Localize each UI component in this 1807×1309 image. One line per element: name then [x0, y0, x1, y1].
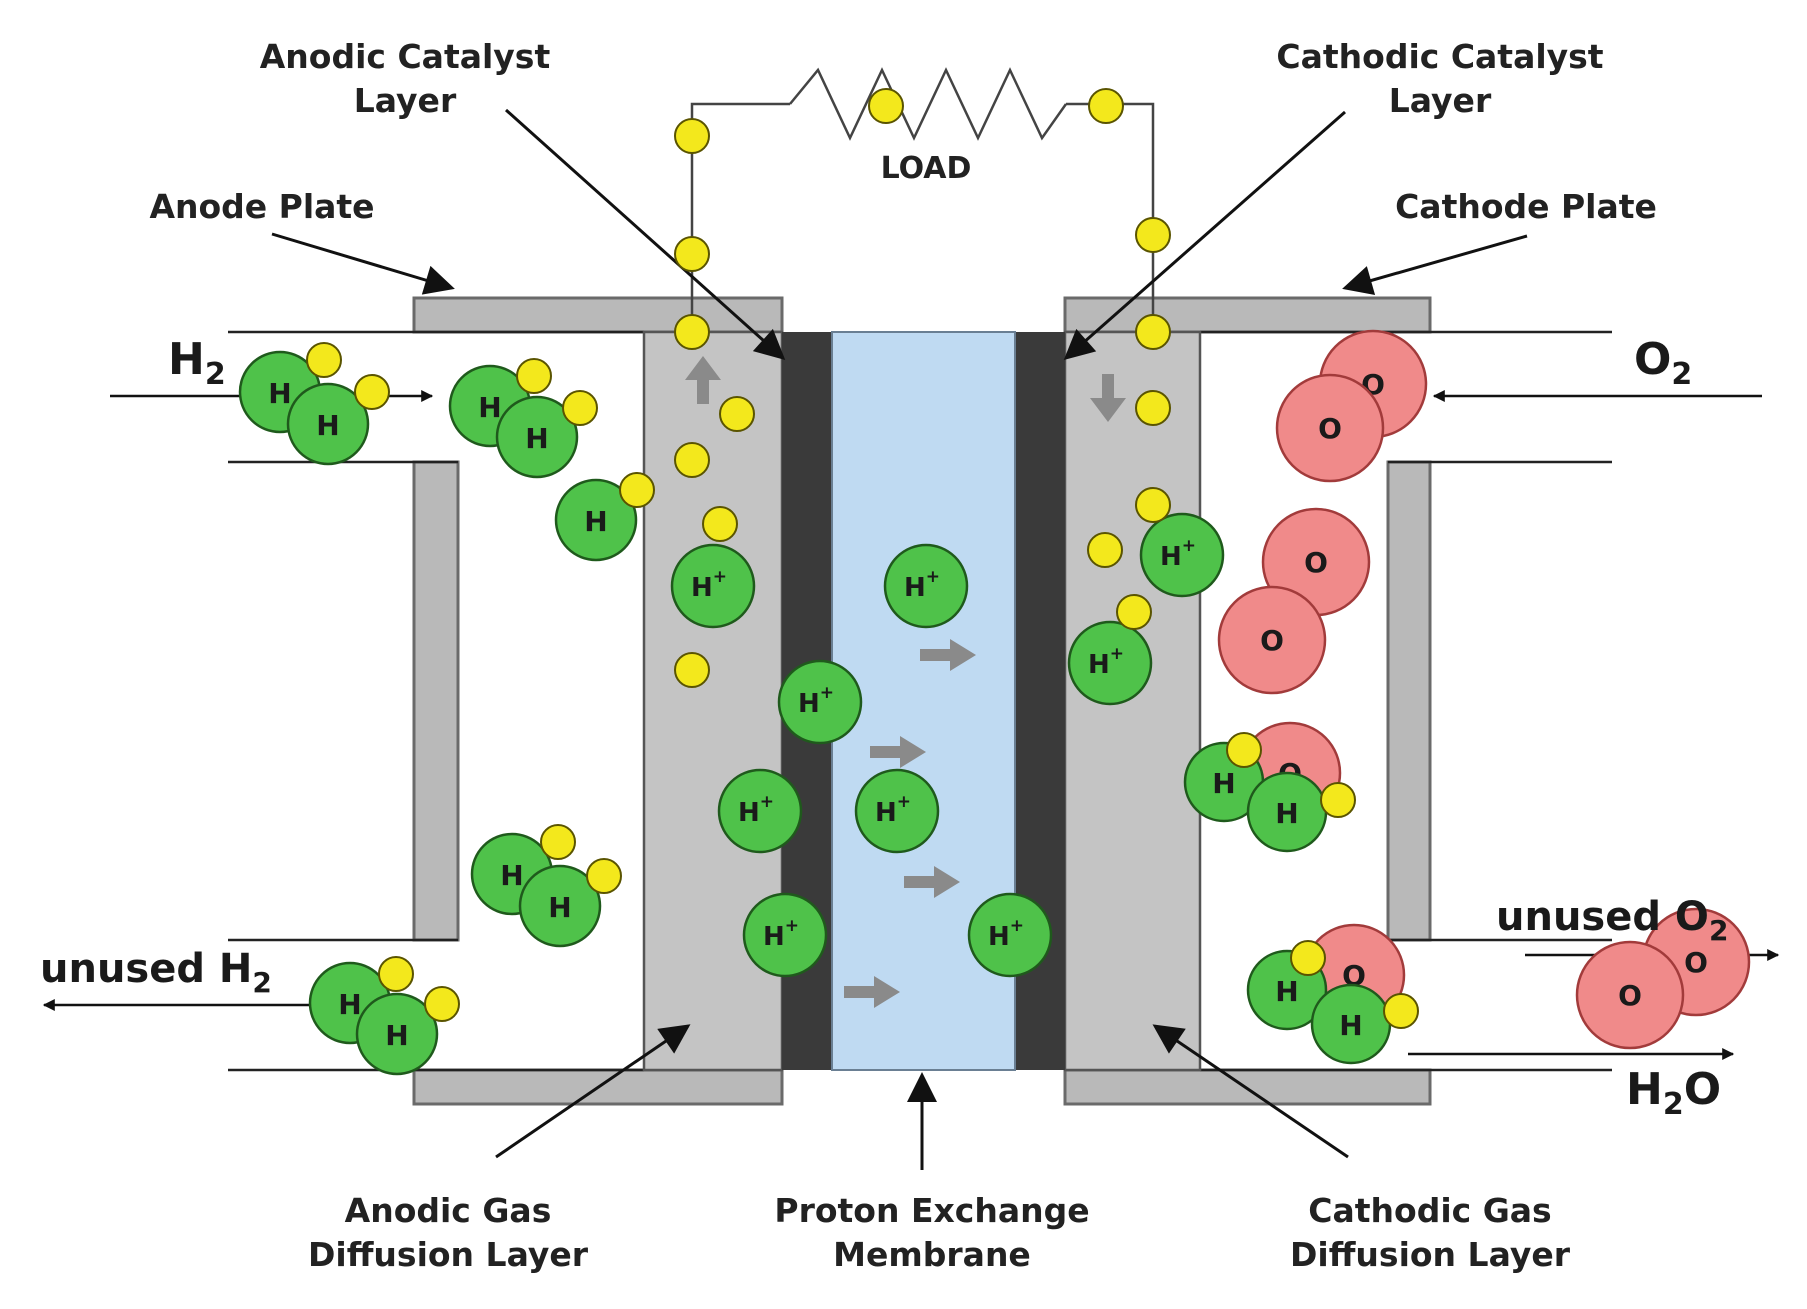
hydrogen-atom-label: H	[268, 377, 291, 410]
proton-flow-arrows	[685, 356, 1126, 1008]
flow-labels: H2 O2 unused H2 unused O2 H2O	[40, 334, 1728, 1122]
o2-inlet-label: O2	[1634, 334, 1692, 392]
hydrogen-atom-label: H	[548, 891, 571, 924]
hydrogen-atom: H	[286, 382, 370, 466]
oxygen-atom: O	[1261, 507, 1371, 617]
hydrogen-atom-label: H	[338, 988, 361, 1021]
cathodic-gas-diffusion-layer	[1063, 330, 1202, 1072]
h2-inlet-label: H2	[168, 334, 226, 392]
external-circuit	[690, 67, 1155, 328]
hydrogen-atom-label: H	[385, 1019, 408, 1052]
electron	[868, 88, 904, 124]
pem-label-line1: Proton Exchange	[774, 1191, 1089, 1230]
hydrogen-atom: H	[1310, 983, 1392, 1065]
hydrogen-atom-label: H	[478, 391, 501, 424]
electron	[1087, 532, 1123, 568]
hydrogen-atom-label: H	[584, 505, 607, 538]
anodic-catalyst-label-line2: Layer	[354, 81, 457, 120]
oxygen-atom-label: O	[1618, 979, 1642, 1012]
cathode-plate-label: Cathode Plate	[1395, 187, 1657, 226]
cathodic-catalyst-label-line1: Cathodic Catalyst	[1276, 37, 1603, 76]
electron	[1135, 390, 1171, 426]
oxygen-atom-label: O	[1684, 946, 1708, 979]
electron	[1116, 594, 1152, 630]
proton: H+	[883, 543, 969, 629]
proton: H+	[742, 892, 828, 978]
anode-plate-label: Anode Plate	[149, 187, 374, 226]
oxygen-atom: O	[1275, 373, 1385, 483]
electron	[1135, 217, 1171, 253]
load-label: LOAD	[881, 151, 972, 186]
oxygen-atom-label: O	[1342, 959, 1366, 992]
gas-channel-lines	[228, 330, 1612, 1072]
electron	[702, 506, 738, 542]
cathodic-catalyst-label-line2: Layer	[1389, 81, 1492, 120]
electron	[1290, 940, 1326, 976]
component-labels: Anodic Catalyst Layer Cathodic Catalyst …	[149, 37, 1656, 1274]
electron	[306, 342, 342, 378]
hydrogen-atom: H	[518, 864, 602, 948]
oxygen-atom: O	[1575, 940, 1685, 1050]
cathodic-gas-label-line2: Diffusion Layer	[1290, 1235, 1571, 1274]
hydrogen-atom: H	[554, 478, 638, 562]
electron	[1226, 732, 1262, 768]
h2o-outlet-label: H2O	[1626, 1064, 1721, 1122]
pointer-arrows	[271, 108, 1528, 1170]
oxygen-atom-label: O	[1304, 546, 1328, 579]
electron	[1383, 993, 1419, 1029]
hydrogen-atom-label: H	[316, 409, 339, 442]
electron	[674, 442, 710, 478]
proton: H+	[717, 768, 803, 854]
electron	[674, 652, 710, 688]
electron	[619, 472, 655, 508]
unused-h2-label: unused H2	[40, 946, 272, 999]
hydrogen-atom-label: H	[1275, 975, 1298, 1008]
electron	[1135, 487, 1171, 523]
electron	[1320, 782, 1356, 818]
hydrogen-atom-label: H	[1212, 767, 1235, 800]
cathode-plate	[1063, 296, 1432, 1106]
hydrogen-atom-label: H	[1339, 1009, 1362, 1042]
oxygen-atom-label: O	[1260, 624, 1284, 657]
hydrogen-atom: H	[1246, 771, 1328, 853]
hydrogen-atom: H	[495, 395, 579, 479]
anodic-gas-label-line2: Diffusion Layer	[308, 1235, 589, 1274]
electron	[424, 986, 460, 1022]
electron	[516, 358, 552, 394]
proton: H+	[854, 768, 940, 854]
electron	[674, 118, 710, 154]
proton: H+	[1067, 620, 1153, 706]
electron	[674, 236, 710, 272]
electron	[354, 374, 390, 410]
hydrogen-atom-label: H	[525, 422, 548, 455]
oxygen-atom-label: O	[1318, 412, 1342, 445]
hydrogen-atom-label: H	[500, 859, 523, 892]
electron	[586, 858, 622, 894]
electron	[378, 956, 414, 992]
pem-label-line2: Membrane	[833, 1235, 1031, 1274]
electron	[1135, 314, 1171, 350]
hydrogen-atom: H	[355, 992, 439, 1076]
hydrogen-atom-label: H	[1275, 797, 1298, 830]
electron	[674, 314, 710, 350]
proton: H+	[670, 543, 756, 629]
cathodic-gas-label-line1: Cathodic Gas	[1308, 1191, 1551, 1230]
electron	[1088, 88, 1124, 124]
anodic-catalyst-label-line1: Anodic Catalyst	[260, 37, 551, 76]
oxygen-atom: O	[1217, 585, 1327, 695]
electron	[562, 390, 598, 426]
electron	[719, 396, 755, 432]
proton: H+	[1139, 512, 1225, 598]
electron	[540, 824, 576, 860]
unused-o2-label: unused O2	[1496, 894, 1728, 947]
proton: H+	[967, 892, 1053, 978]
anodic-gas-label-line1: Anodic Gas	[345, 1191, 552, 1230]
proton: H+	[777, 659, 863, 745]
